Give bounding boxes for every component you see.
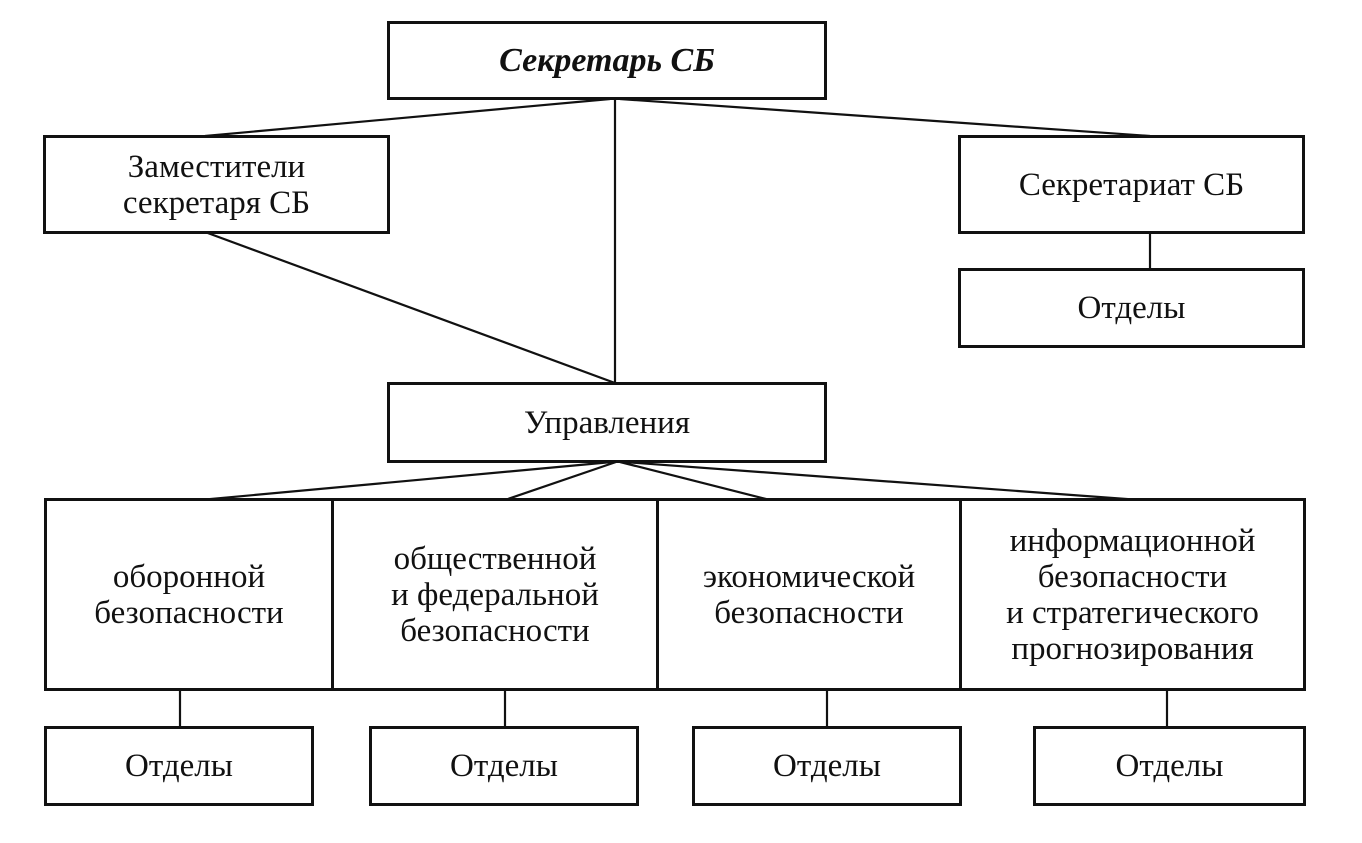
line-directorates-unit-3	[619, 460, 771, 502]
directorates-label: Управления	[523, 404, 691, 441]
unit-public-federal-line-3: безопасности	[400, 612, 590, 649]
unit-public-federal-departments-box: Отделы	[369, 726, 639, 806]
line-directorates-unit-1	[199, 460, 613, 502]
secretariat-box: Секретариат СБ	[958, 135, 1305, 234]
unit-defense-departments-label: Отделы	[125, 748, 233, 784]
unit-public-federal-line-1: общественной	[393, 540, 597, 577]
line-directorates-unit-4	[623, 460, 1141, 502]
unit-information-departments-box: Отделы	[1033, 726, 1306, 806]
unit-defense-line-2: безопасности	[94, 594, 284, 631]
deputies-label-line-1: Заместители	[127, 148, 306, 185]
secretariat-departments-label: Отделы	[1077, 290, 1186, 326]
unit-information-line-3: и стратегического	[1006, 594, 1259, 631]
directorates-box: Управления	[387, 382, 827, 463]
unit-public-federal-departments-label: Отделы	[450, 748, 558, 784]
line-secretary-deputies	[204, 97, 611, 138]
unit-defense-departments-box: Отделы	[44, 726, 314, 806]
line-directorates-unit-2	[504, 460, 617, 502]
secretariat-label: Секретариат СБ	[1018, 166, 1245, 203]
unit-information-departments-label: Отделы	[1115, 748, 1224, 784]
unit-economic-line-1: экономической	[702, 558, 916, 595]
unit-information-line-1: информационной	[1009, 522, 1256, 559]
unit-economic-line-2: безопасности	[714, 594, 904, 631]
secretariat-departments-box: Отделы	[958, 268, 1305, 348]
unit-economic-departments-label: Отделы	[773, 748, 881, 784]
unit-information-box: информационной безопасности и стратегиче…	[959, 498, 1306, 691]
unit-economic-box: экономической безопасности	[656, 498, 962, 691]
line-deputies-directorates	[204, 230, 616, 385]
unit-information-line-4: прогнозирования	[1011, 630, 1254, 667]
unit-defense-box: оборонной безопасности	[44, 498, 334, 691]
unit-defense-line-1: оборонной	[112, 558, 266, 595]
unit-economic-departments-box: Отделы	[692, 726, 962, 806]
unit-public-federal-line-2: и федеральной	[391, 576, 599, 613]
secretary-label: Секретарь СБ	[499, 41, 715, 79]
deputies-label-line-2: секретаря СБ	[122, 184, 311, 221]
unit-public-federal-box: общественной и федеральной безопасности	[331, 498, 659, 691]
secretary-box: Секретарь СБ	[387, 21, 827, 100]
line-secretary-secretariat	[619, 97, 1151, 138]
deputies-box: Заместители секретаря СБ	[43, 135, 390, 234]
unit-information-line-2: безопасности	[1037, 558, 1228, 595]
